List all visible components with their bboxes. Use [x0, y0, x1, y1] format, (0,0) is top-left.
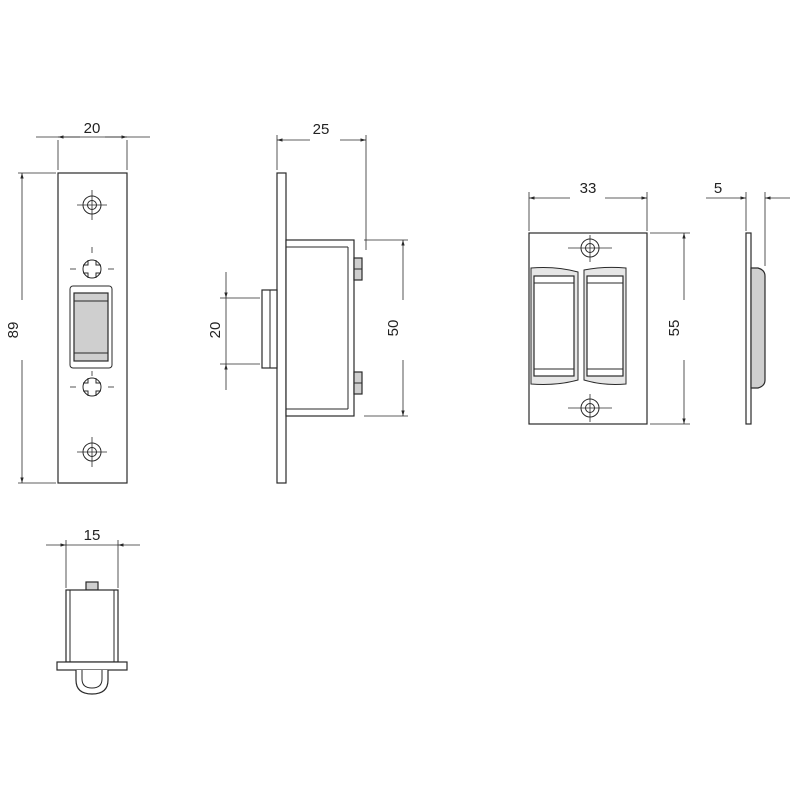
dimension-body-height: 50	[364, 239, 408, 417]
dimension-strike-thickness: 5	[706, 180, 790, 266]
dimension-faceplate-height: 89	[5, 172, 56, 484]
label-bolt-height: 20	[207, 322, 224, 339]
dimension-strike-height: 55	[650, 232, 690, 425]
label-strike-height: 55	[666, 320, 683, 337]
lower-phillips-screw-icon	[70, 371, 114, 397]
strike-pocket-right	[583, 266, 627, 385]
top-screw-hole	[77, 190, 107, 220]
strike-pocket-profile	[750, 267, 766, 389]
strike-plate-edge	[745, 232, 752, 425]
label-faceplate-height: 89	[5, 322, 22, 339]
strike-bottom-screw-hole	[568, 394, 612, 422]
latch-body	[285, 239, 355, 417]
latch-side-view: 25 20 50	[207, 121, 408, 484]
dimension-bolt-height: 20	[207, 272, 260, 390]
side-pin-upper	[353, 257, 363, 281]
dimension-end-width: 15	[46, 527, 140, 588]
faceplate-front-view: 20 89	[5, 120, 150, 484]
strike-plate-side-view: 5	[706, 180, 790, 425]
faceplate-edge	[276, 172, 287, 484]
end-plate	[56, 661, 128, 671]
dimension-strike-width: 33	[528, 180, 648, 231]
dimension-faceplate-width: 20	[36, 120, 150, 170]
label-end-width: 15	[84, 527, 101, 544]
label-strike-width: 33	[580, 180, 597, 197]
latch-end-view: 15	[46, 527, 140, 695]
strike-pocket-left	[530, 267, 579, 385]
dimension-body-depth: 25	[276, 121, 367, 250]
label-faceplate-width: 20	[84, 120, 101, 137]
end-bolt-roller	[75, 670, 109, 695]
upper-phillips-screw-icon	[70, 247, 114, 279]
label-strike-thickness: 5	[714, 180, 722, 197]
label-body-height: 50	[385, 320, 402, 337]
bottom-screw-hole	[77, 437, 107, 467]
end-body	[65, 589, 119, 663]
strike-plate-front-view: 33 55	[528, 180, 690, 425]
bolt-aperture	[69, 285, 113, 369]
side-pin-lower	[353, 371, 363, 395]
end-tab	[85, 581, 99, 591]
strike-top-screw-hole	[568, 235, 612, 262]
label-body-depth: 25	[313, 121, 330, 138]
